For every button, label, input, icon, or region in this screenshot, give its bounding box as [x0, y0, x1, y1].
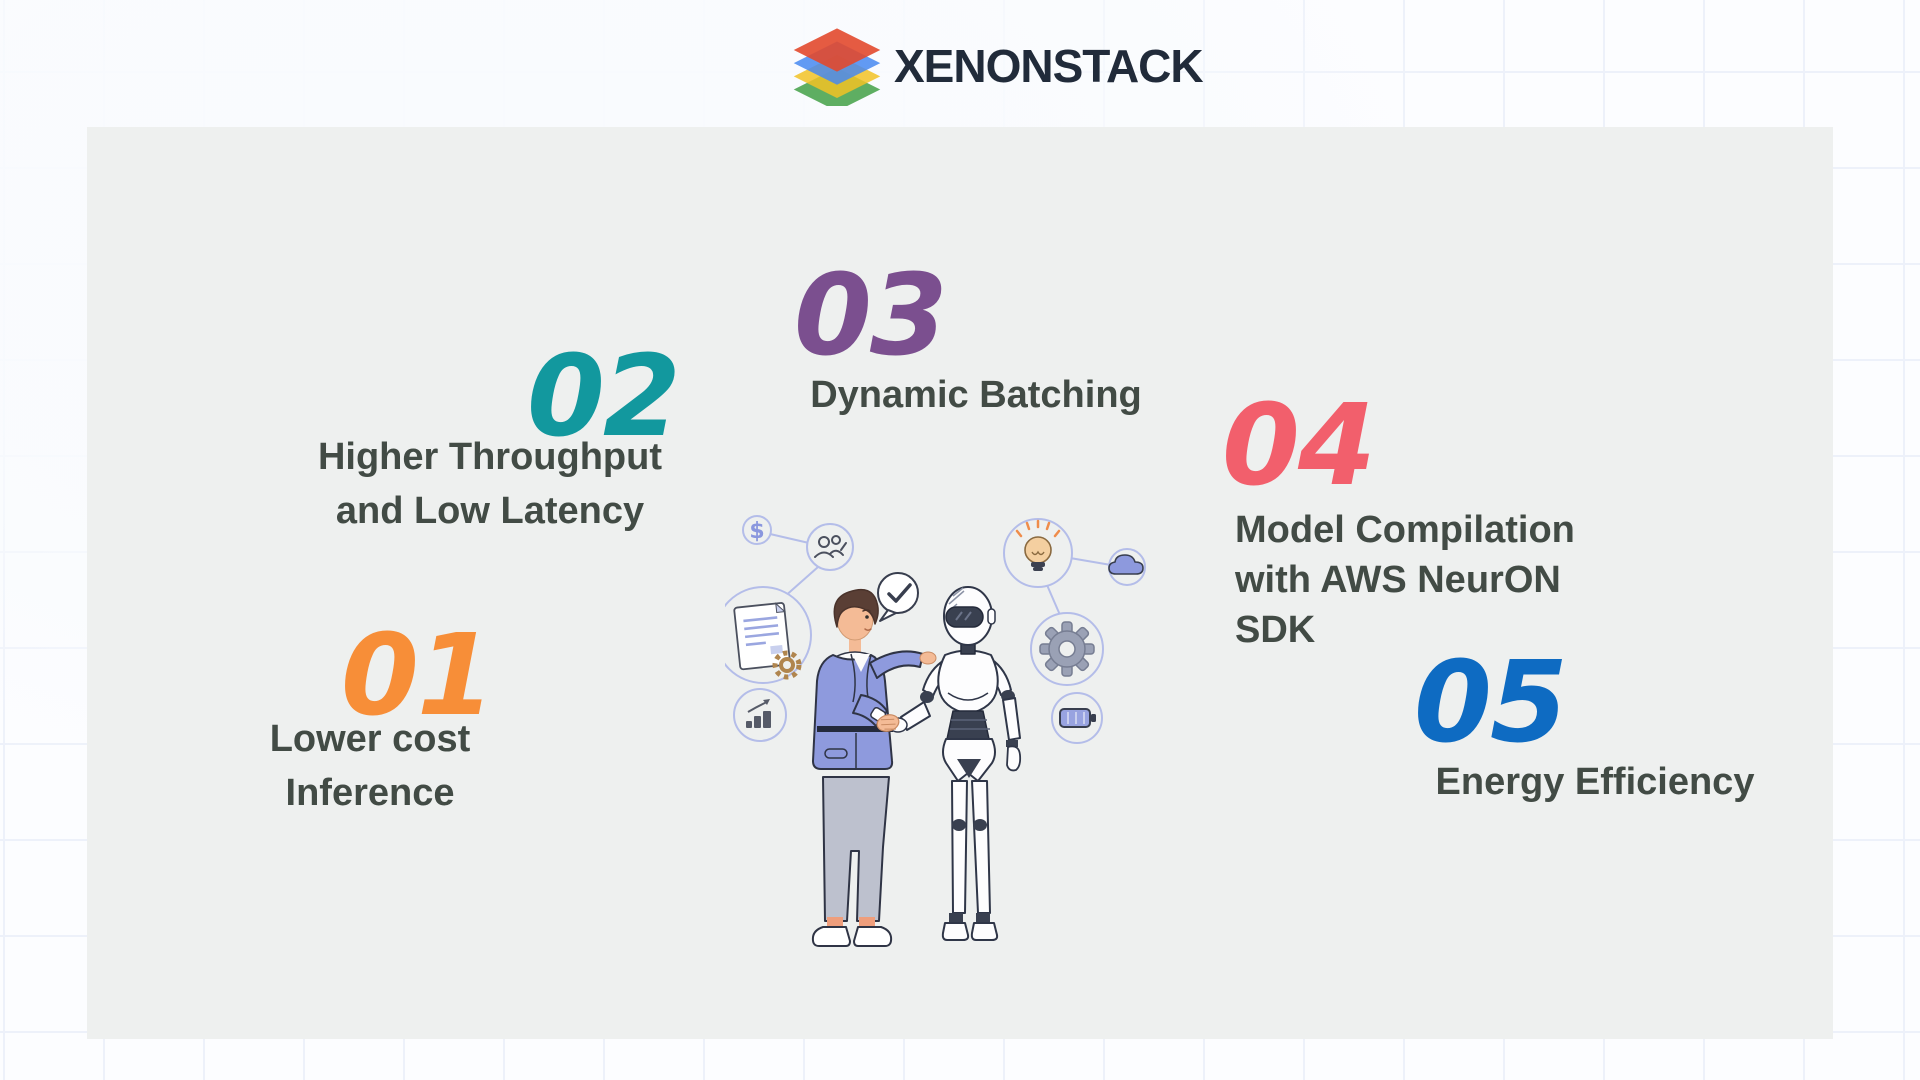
- connector-lines: [769, 533, 1112, 616]
- step-04-label: Model Compilation with AWS NeurON SDK: [1235, 509, 1575, 651]
- users-icon: [814, 535, 847, 558]
- person-figure: [811, 588, 937, 947]
- bar-chart-icon: [746, 699, 771, 728]
- step-01-label: Lower cost Inference: [269, 718, 471, 814]
- cloud-icon: [1108, 554, 1144, 575]
- document-gear-icon: [733, 602, 802, 680]
- step-04-number: 04: [1222, 381, 1376, 511]
- human-robot-handshake-illustration: $: [725, 515, 1146, 947]
- gear-icon: [1039, 621, 1095, 677]
- brand-header: XENONSTACK: [790, 24, 1204, 108]
- step-01-number: 01: [341, 611, 495, 741]
- step-05-label: Energy Efficiency: [1435, 761, 1755, 803]
- lightbulb-icon: [1015, 519, 1061, 571]
- battery-icon: [1059, 708, 1096, 728]
- check-bubble-icon: [877, 572, 919, 622]
- robot-figure: [888, 586, 1022, 941]
- svg-text:$: $: [749, 519, 764, 544]
- step-03-label: Dynamic Batching: [810, 374, 1142, 416]
- step-05-number: 05: [1414, 638, 1568, 768]
- step-02-number: 02: [527, 332, 681, 462]
- step-02-label: Higher Throughput and Low Latency: [317, 436, 663, 532]
- xenonstack-logo-icon: [793, 28, 881, 106]
- dollar-icon: $: [749, 519, 764, 544]
- brand-name: XENONSTACK: [894, 40, 1204, 92]
- step-03-number: 03: [794, 251, 948, 381]
